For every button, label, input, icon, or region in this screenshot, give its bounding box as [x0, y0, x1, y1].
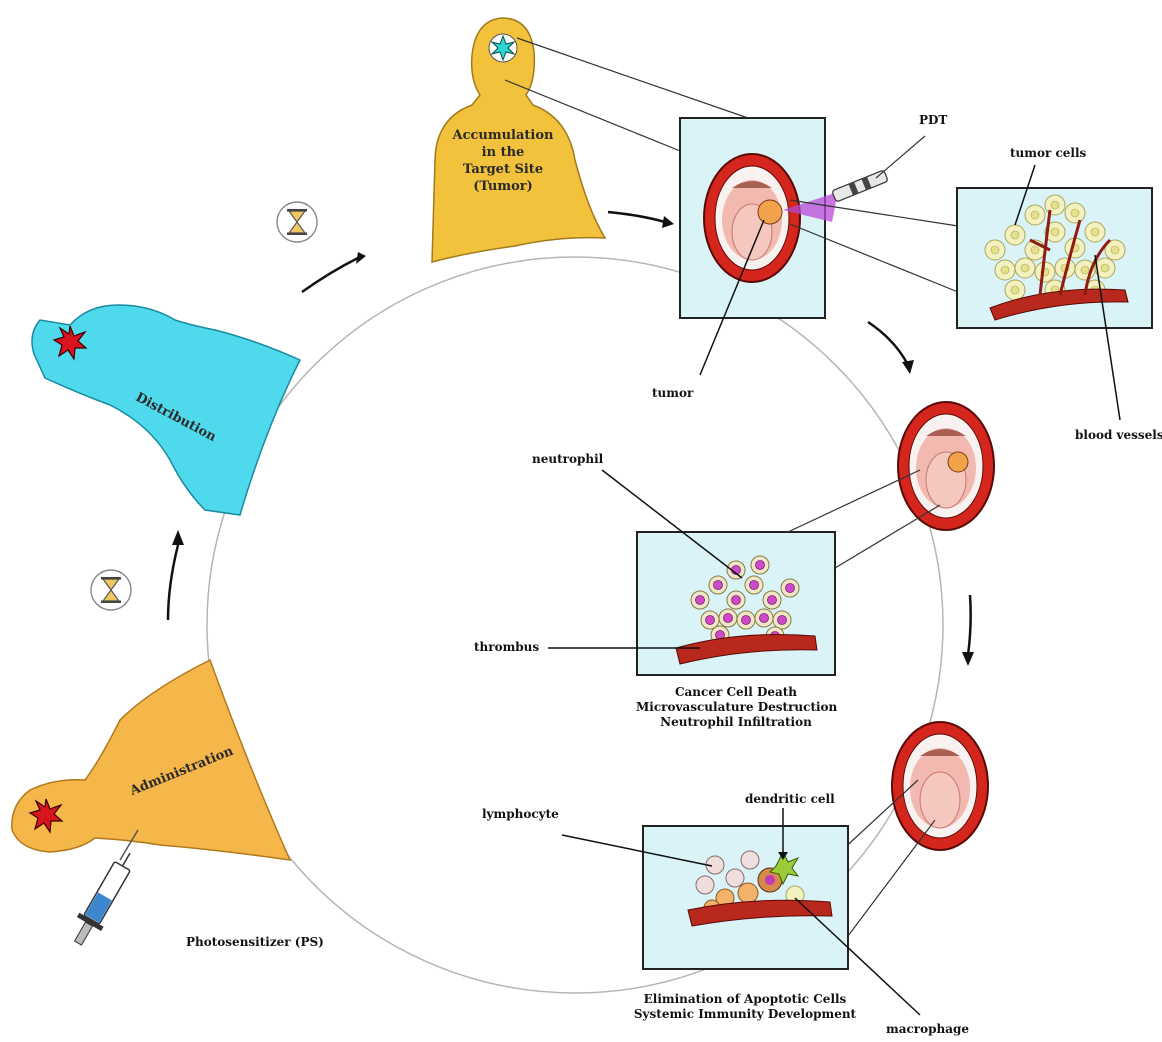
arrow-icon — [868, 322, 908, 365]
syringe-icon — [66, 830, 142, 950]
blood-vessels-label: blood vessels — [1075, 428, 1162, 443]
mouth-icon — [898, 402, 994, 530]
cell-death-caption: Cancer Cell Death Microvasculature Destr… — [636, 685, 836, 730]
tumor-spot — [758, 200, 782, 224]
caption-line: Cancer Cell Death — [636, 685, 836, 700]
accumulation-line-3: Target Site — [448, 162, 558, 179]
arrow-icon — [608, 212, 665, 222]
tumor-label: tumor — [652, 386, 693, 401]
administration-figure — [12, 660, 290, 950]
accumulation-line-1: Accumulation — [448, 128, 558, 145]
caption-line: Microvasculature Destruction — [636, 700, 836, 715]
lymphocyte-label: lymphocyte — [482, 807, 559, 822]
mouth-icon — [892, 722, 988, 850]
tumor-cells-label: tumor cells — [1010, 146, 1086, 161]
caption-line: Systemic Immunity Development — [620, 1007, 870, 1022]
dendritic-cell-label: dendritic cell — [745, 792, 835, 807]
arrow-icon — [168, 545, 178, 620]
photosensitizer-label: Photosensitizer (PS) — [186, 935, 324, 950]
neutrophil-label: neutrophil — [532, 452, 603, 467]
macrophage-label: macrophage — [886, 1022, 969, 1037]
hourglass-icon — [91, 570, 131, 610]
mouth-icon — [704, 154, 800, 282]
thrombus-label: thrombus — [474, 640, 539, 655]
immunity-caption: Elimination of Apoptotic Cells Systemic … — [620, 992, 870, 1022]
accumulation-line-4: (Tumor) — [448, 179, 558, 196]
arrow-icon — [302, 258, 358, 292]
hourglass-icon — [277, 202, 317, 242]
pdt-label: PDT — [919, 113, 947, 128]
arrow-icon — [968, 595, 971, 655]
caption-line: Elimination of Apoptotic Cells — [620, 992, 870, 1007]
accumulation-label: Accumulation in the Target Site (Tumor) — [448, 128, 558, 196]
accumulation-line-2: in the — [448, 145, 558, 162]
caption-line: Neutrophil Infiltration — [636, 715, 836, 730]
